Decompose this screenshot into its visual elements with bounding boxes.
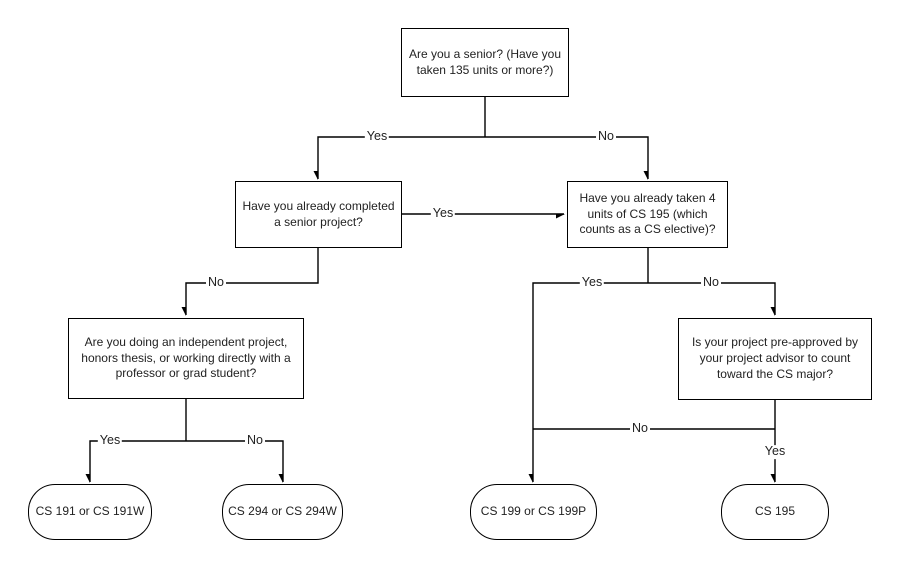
edge-label-completed-no: No: [206, 275, 226, 290]
decision-preapproved: Is your project pre-approved by your pro…: [678, 318, 872, 400]
terminal-cs191: CS 191 or CS 191W: [28, 484, 152, 540]
edge-senior-yes: [318, 136, 485, 179]
edge-cs195-no: [648, 282, 776, 315]
decision-senior: Are you a senior? (Have you taken 135 un…: [401, 28, 569, 97]
edge-independent-no: [186, 440, 284, 482]
edge-label-independent-yes: Yes: [97, 433, 123, 448]
decision-completed-senior-project: Have you already completed a senior proj…: [235, 181, 402, 248]
edge-label-senior-no: No: [596, 129, 616, 144]
edge-label-completed-yes: Yes: [430, 206, 456, 221]
edge-cs195-yes: [533, 282, 648, 482]
edge-label-preapproved-yes: Yes: [762, 444, 788, 459]
edge-label-senior-yes: Yes: [364, 129, 390, 144]
edge-label-cs195-no: No: [701, 275, 721, 290]
edge-completed-no: [186, 248, 319, 315]
edge-label-cs195-yes: Yes: [579, 275, 605, 290]
edge-senior-no: [485, 136, 649, 179]
edge-independent-yes: [90, 440, 186, 482]
terminal-cs195: CS 195: [721, 484, 829, 540]
edge-label-preapproved-no: No: [630, 421, 650, 436]
terminal-cs294: CS 294 or CS 294W: [222, 484, 343, 540]
decision-independent-project: Are you doing an independent project, ho…: [68, 318, 304, 399]
edge-label-independent-no: No: [245, 433, 265, 448]
decision-cs195-units: Have you already taken 4 units of CS 195…: [567, 181, 728, 248]
terminal-cs199: CS 199 or CS 199P: [470, 484, 597, 540]
